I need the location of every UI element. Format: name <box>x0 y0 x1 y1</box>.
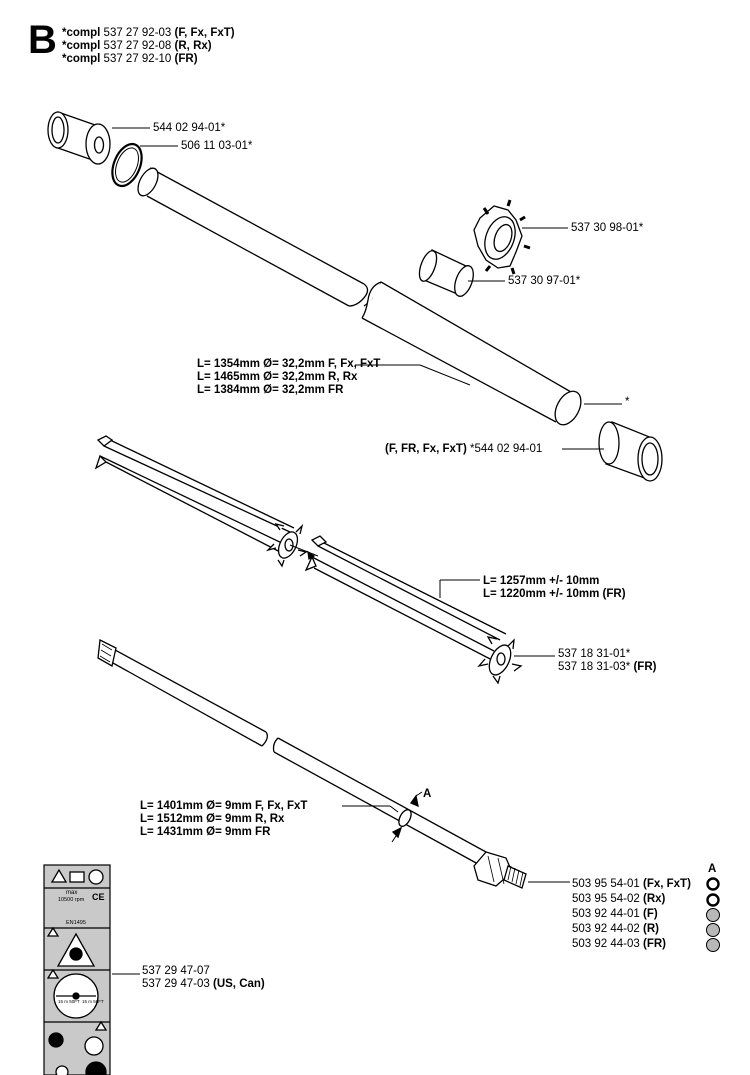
shaft-option-3-models: (F) <box>643 908 658 920</box>
label-decal-part-2-models: (US, Can) <box>213 978 265 990</box>
shaft-option-5-models: (FR) <box>643 938 666 950</box>
header-line-2-prefix: *compl <box>62 40 101 52</box>
shaft-option-3-number: 503 92 44-01 <box>572 908 640 920</box>
shaft-option-2: 503 95 54-02 (Rx) <box>572 893 665 906</box>
castle-nut-part <box>473 199 568 275</box>
sleeve-part <box>418 249 505 297</box>
liner-lower-segment <box>289 535 555 685</box>
label-column-a: A <box>708 863 717 875</box>
drive-tube-lower-segment <box>355 281 622 426</box>
decal-distance-left: 15 m 50FT <box>58 999 80 1004</box>
shaft-option-1-models: (Fx, FxT) <box>643 878 691 890</box>
label-shaft-length-1: L= 1401mm Ø= 9mm F, Fx, FxT <box>140 800 308 812</box>
top-bushing-part <box>47 111 150 165</box>
label-top-bushing: 544 02 94-01* <box>153 122 226 134</box>
label-castle-nut: 537 30 98-01* <box>571 222 644 234</box>
header-line-1-prefix: *compl <box>62 27 101 39</box>
label-section-a: A <box>423 788 432 800</box>
shaft-option-4-number: 503 92 44-02 <box>572 923 640 935</box>
o-ring-part <box>111 142 178 188</box>
header-line-1-models: (F, Fx, FxT) <box>174 27 235 39</box>
shaft-option-3: 503 92 44-01 (F) <box>572 908 658 921</box>
label-liner-length-1: L= 1257mm +/- 10mm <box>483 575 600 587</box>
shaft-option-5: 503 92 44-03 (FR) <box>572 938 666 951</box>
drive-tube-upper-segment <box>137 167 369 307</box>
label-liner-part-1: 537 18 31-01* <box>558 648 631 660</box>
drive-shaft-upper-segment <box>97 639 268 747</box>
shaft-option-4: 503 92 44-02 (R) <box>572 923 659 936</box>
shaft-option-4-models: (R) <box>643 923 659 935</box>
label-decal-part-1: 537 29 47-07 <box>142 965 210 977</box>
shaft-option-2-number: 503 95 54-02 <box>572 893 640 905</box>
decal-rpm-text: 10500 rpm <box>58 897 85 903</box>
decal-distance-right: 15 m 50FT <box>82 999 104 1004</box>
bottom-bushing-part <box>562 421 663 482</box>
warning-decal <box>43 864 140 1075</box>
shaft-option-1-number: 503 95 54-01 <box>572 878 640 890</box>
label-tube-asterisk: * <box>625 396 630 408</box>
decal-en-text: EN1495 <box>66 920 86 926</box>
shaft-option-1: 503 95 54-01 (Fx, FxT) <box>572 878 691 891</box>
header-line-2-models: (R, Rx) <box>174 40 212 52</box>
label-decal-part-2: 537 29 47-03 (US, Can) <box>142 978 265 991</box>
label-liner-part-2-models: (FR) <box>633 661 657 673</box>
liner-upper-segment <box>94 435 308 568</box>
shaft-option-5-number: 503 92 44-03 <box>572 938 640 950</box>
header-line-2-number: 537 27 92-08 <box>103 40 172 52</box>
section-letter: B <box>28 18 57 62</box>
header-line-1: *compl 537 27 92-03 (F, Fx, FxT) <box>62 27 235 40</box>
label-liner-length-2: L= 1220mm +/- 10mm (FR) <box>483 588 626 600</box>
drive-shaft-lower-segment <box>272 737 570 889</box>
header-line-2: *compl 537 27 92-08 (R, Rx) <box>62 40 212 53</box>
label-bottom-bushing-number: *544 02 94-01 <box>469 443 543 455</box>
shaft-option-2-models: (Rx) <box>643 893 666 905</box>
header-line-3-prefix: *compl <box>62 53 101 65</box>
label-tube-length-2: L= 1465mm Ø= 32,2mm R, Rx <box>197 371 358 383</box>
shaft-option-symbols <box>706 877 720 952</box>
label-liner-part-2: 537 18 31-03* (FR) <box>558 661 656 674</box>
header-line-1-number: 537 27 92-03 <box>103 27 172 39</box>
header-line-3-number: 537 27 92-10 <box>103 53 172 65</box>
decal-ce-mark: CE <box>92 892 105 902</box>
label-decal-part-2-number: 537 29 47-03 <box>142 978 210 990</box>
decal-max-text: max <box>66 890 78 896</box>
label-liner-part-2-number: 537 18 31-03* <box>558 661 631 673</box>
label-shaft-length-3: L= 1431mm Ø= 9mm FR <box>140 826 271 838</box>
label-bottom-bushing-models: (F, FR, Fx, FxT) <box>385 443 467 455</box>
label-o-ring: 506 11 03-01* <box>181 140 253 152</box>
label-sleeve: 537 30 97-01* <box>508 275 581 287</box>
label-tube-length-1: L= 1354mm Ø= 32,2mm F, Fx, FxT <box>197 358 381 370</box>
header-line-3-models: (FR) <box>174 53 198 65</box>
header-line-3: *compl 537 27 92-10 (FR) <box>62 53 198 66</box>
label-bottom-bushing: (F, FR, Fx, FxT) *544 02 94-01 <box>385 443 542 456</box>
label-shaft-length-2: L= 1512mm Ø= 9mm R, Rx <box>140 813 285 825</box>
label-tube-length-3: L= 1384mm Ø= 32,2mm FR <box>197 384 344 396</box>
